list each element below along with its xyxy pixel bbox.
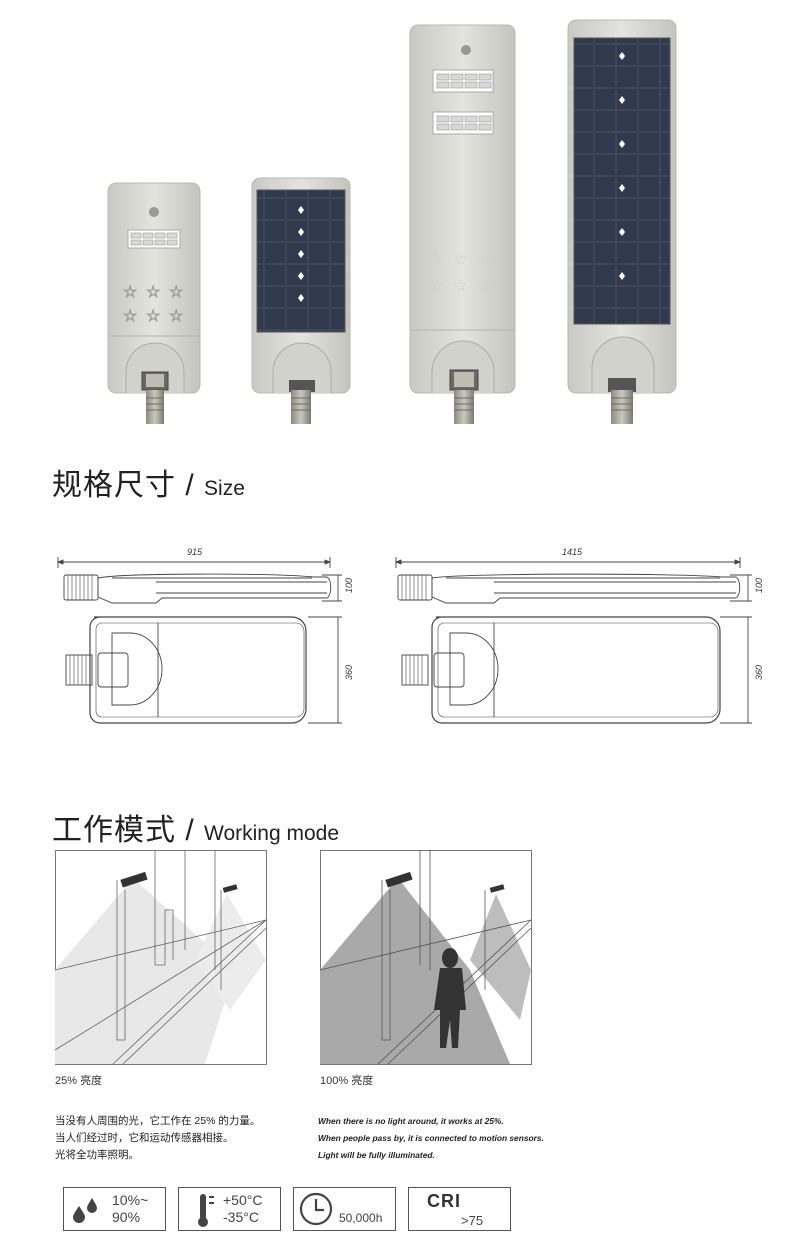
temperature-max: +50°C xyxy=(223,1192,263,1208)
description-en-line: Light will be fully illuminated. xyxy=(318,1150,435,1160)
humidity-max: 10%~ xyxy=(112,1192,149,1208)
cri-label: CRI xyxy=(427,1191,461,1211)
svg-text:☆: ☆ xyxy=(169,306,183,325)
svg-text:☆: ☆ xyxy=(146,282,160,301)
thermometer-icon xyxy=(198,1194,214,1227)
mode-section-title: 工作模式 / Working mode xyxy=(52,805,339,849)
humidity-min: 90% xyxy=(112,1209,141,1225)
water-drops-icon xyxy=(73,1198,97,1223)
size-title-cn: 规格尺寸 / xyxy=(52,469,205,502)
temperature-min: -35°C xyxy=(223,1209,259,1225)
clock-icon xyxy=(299,1192,333,1226)
small-width-label: 360 xyxy=(344,665,354,680)
dim-mode-caption: 25% 亮度 xyxy=(55,1075,103,1087)
svg-text:☆: ☆ xyxy=(123,282,137,301)
humidity-spec-box: 10%~ 90% xyxy=(63,1187,166,1231)
cri-value: >75 xyxy=(461,1213,484,1228)
full-mode-caption: 100% 亮度 xyxy=(320,1075,374,1087)
svg-text:☆: ☆ xyxy=(169,282,183,301)
small-dimension-drawing xyxy=(56,557,342,724)
cri-spec-box: CRI >75 xyxy=(408,1187,511,1231)
svg-text:☆: ☆ xyxy=(453,250,468,270)
dim-mode-illustration xyxy=(54,850,267,1065)
description-cn-line: 当没有人周围的光，它工作在 25% 的力量。 xyxy=(55,1115,261,1127)
mode-title-cn: 工作模式 / xyxy=(52,814,205,847)
svg-text:☆: ☆ xyxy=(477,250,492,270)
small-height-label: 100 xyxy=(344,578,354,593)
description-en-line: When there is no light around, it works … xyxy=(318,1116,504,1126)
description-en-line: When people pass by, it is connected to … xyxy=(318,1133,544,1143)
size-section-title: 规格尺寸 / Size xyxy=(52,460,245,504)
description-cn: 当没有人周围的光，它工作在 25% 的力量。 当人们经过时，它和运动传感器相接。… xyxy=(55,1113,305,1164)
lifespan-spec-box: 50,000h xyxy=(293,1187,396,1231)
svg-text:☆: ☆ xyxy=(146,306,160,325)
svg-text:☆: ☆ xyxy=(429,250,444,270)
large-length-label: 1415 xyxy=(562,547,583,557)
temperature-spec-box: +50°C -35°C xyxy=(178,1187,281,1231)
lifespan-value: 50,000h xyxy=(339,1211,383,1225)
description-cn-line: 当人们经过时，它和运动传感器相接。 xyxy=(55,1132,234,1144)
description-en: When there is no light around, it works … xyxy=(318,1113,618,1164)
svg-text:☆: ☆ xyxy=(477,276,492,296)
small-lamp-front-image: ☆ ☆ ☆ ☆ ☆ ☆ ☆ ☆ ☆ ☆ ☆ ☆ xyxy=(107,19,677,424)
large-width-label: 360 xyxy=(754,665,764,680)
svg-text:☆: ☆ xyxy=(429,276,444,296)
description-cn-line: 光将全功率照明。 xyxy=(55,1149,139,1161)
large-dimension-drawing xyxy=(394,557,752,724)
svg-text:☆: ☆ xyxy=(123,306,137,325)
size-title-en: Size xyxy=(204,477,245,500)
full-mode-illustration xyxy=(319,850,532,1065)
mode-title-en: Working mode xyxy=(204,822,340,845)
large-height-label: 100 xyxy=(754,578,764,593)
small-length-label: 915 xyxy=(187,547,203,557)
svg-text:☆: ☆ xyxy=(453,276,468,296)
